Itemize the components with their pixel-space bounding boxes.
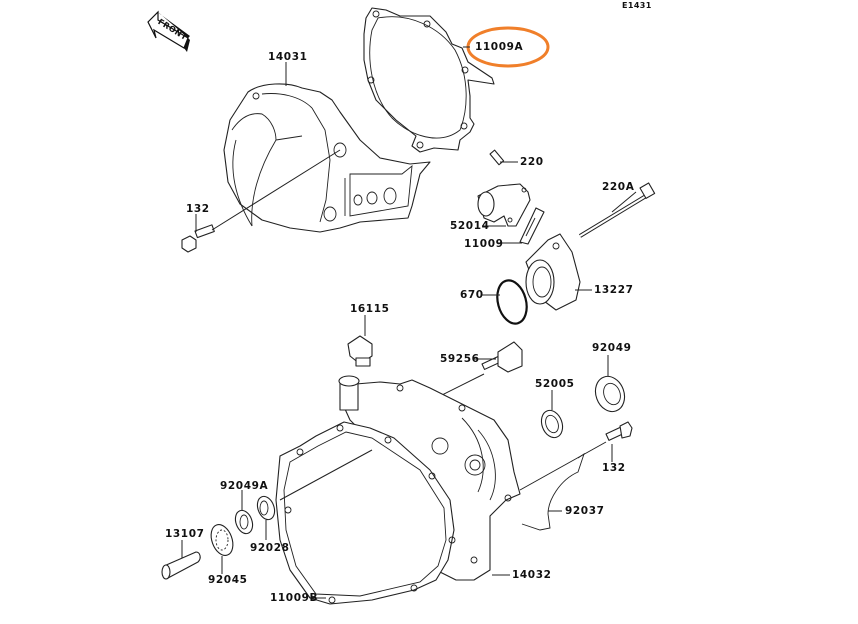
figure-code: E1431: [622, 1, 652, 10]
part-label-220[interactable]: 220: [520, 156, 544, 168]
shaft-13107: [161, 551, 201, 580]
bolt-220: [489, 149, 505, 166]
part-label-132-lower[interactable]: 132: [602, 462, 626, 474]
part-label-92049[interactable]: 92049: [592, 342, 632, 354]
bushing-92028: [256, 495, 276, 521]
bearing-92045: [210, 524, 234, 556]
bolt-220a: [578, 182, 656, 238]
bolt-132-lower: [519, 421, 633, 491]
oil-seal-92049: [594, 375, 626, 413]
pipe-52014: [477, 183, 531, 227]
plug-16115: [347, 335, 373, 367]
o-ring-670: [496, 279, 528, 325]
gasket-11009: [519, 207, 545, 245]
part-label-13227[interactable]: 13227: [594, 284, 634, 296]
part-label-59256[interactable]: 59256: [440, 353, 480, 365]
part-label-92037[interactable]: 92037: [565, 505, 605, 517]
leader-lines: [181, 46, 637, 599]
part-label-132-upper[interactable]: 132: [186, 203, 210, 215]
part-label-670[interactable]: 670: [460, 289, 484, 301]
part-label-52014[interactable]: 52014: [450, 220, 490, 232]
part-label-11009[interactable]: 11009: [464, 238, 504, 250]
part-label-14031[interactable]: 14031: [268, 51, 308, 63]
part-label-220a[interactable]: 220A: [602, 181, 635, 193]
pump-cover-13227: [525, 233, 581, 311]
part-label-11009a[interactable]: 11009A: [475, 41, 524, 53]
part-label-14032[interactable]: 14032: [512, 569, 552, 581]
mech-seal-52005: [540, 409, 564, 439]
clamp-92037: [521, 452, 585, 531]
part-label-92028[interactable]: 92028: [250, 542, 290, 554]
gasket-11009a: [363, 7, 495, 153]
bolt-132-upper: [181, 149, 341, 253]
oil-seal-92049a: [234, 509, 254, 535]
part-label-11009b[interactable]: 11009B: [270, 592, 319, 604]
part-label-92049a[interactable]: 92049A: [220, 480, 269, 492]
part-label-13107[interactable]: 13107: [165, 528, 205, 540]
part-label-52005[interactable]: 52005: [535, 378, 575, 390]
part-label-16115[interactable]: 16115: [350, 303, 390, 315]
front-arrow-icon: [147, 10, 190, 52]
gasket-11009b: [275, 421, 456, 605]
part-label-92045[interactable]: 92045: [208, 574, 248, 586]
